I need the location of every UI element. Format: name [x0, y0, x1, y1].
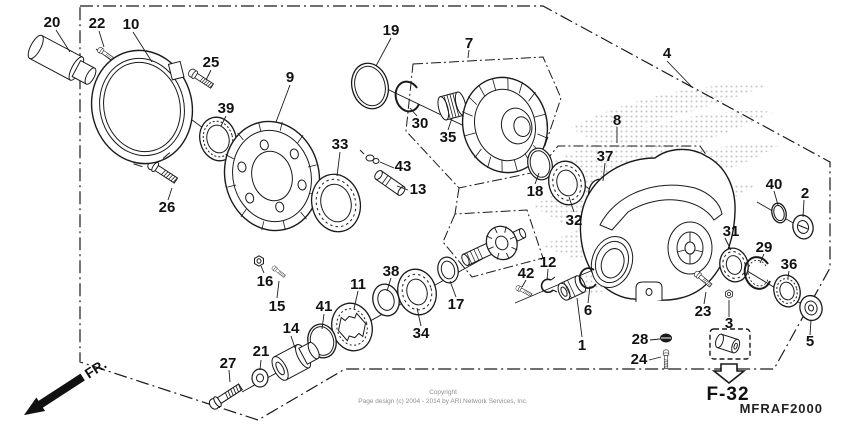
callout-18: 18	[527, 183, 544, 200]
part-5-cap	[799, 294, 823, 322]
callout-14: 14	[283, 320, 300, 337]
part-20-bushing	[27, 34, 97, 85]
part-16-nut	[254, 255, 264, 267]
callout-2: 2	[801, 185, 809, 202]
callout-3: 3	[725, 315, 733, 332]
callout-43: 43	[395, 158, 412, 175]
leader-lines	[55, 29, 812, 383]
assembly-boundary-border	[79, 5, 831, 421]
callout-17: 17	[448, 296, 465, 313]
callout-33: 33	[332, 136, 349, 153]
part-30-snap-ring	[394, 80, 420, 113]
part-27-bolt	[206, 381, 245, 412]
part-42-screw	[514, 284, 533, 298]
part-10-retainer-ring	[90, 49, 194, 168]
part-6-clip	[578, 267, 597, 289]
part-43-clamp	[359, 149, 380, 164]
callout-39: 39	[218, 100, 235, 117]
callout-11: 11	[350, 276, 366, 293]
callout-32: 32	[566, 212, 583, 229]
callout-42: 42	[518, 265, 535, 282]
part-39-seal	[199, 116, 237, 162]
part-34-bearing	[397, 268, 437, 316]
callout-28: 28	[632, 331, 649, 348]
callout-5: 5	[806, 333, 814, 350]
part-1-joint-collar	[557, 275, 587, 301]
callout-38: 38	[383, 263, 400, 280]
figure-ref-arrow-icon	[711, 363, 747, 385]
callout-31: 31	[723, 223, 740, 240]
part-31-bearing	[719, 247, 749, 283]
part-28-plug	[660, 333, 672, 343]
part-12-clip	[540, 276, 558, 294]
part-40-o-ring	[771, 202, 787, 224]
part-17-washer	[437, 256, 459, 284]
copyright-line2: Page design (c) 2004 - 2014 by ARI Netwo…	[358, 398, 528, 405]
part-9-ring-gear	[223, 120, 321, 232]
part-38-race	[372, 283, 400, 317]
callout-6: 6	[584, 302, 592, 319]
front-label: FR.	[82, 356, 110, 382]
callout-labels: 20 22 10 25 19 7 4 9 39 30 35 33 8 37 43…	[44, 14, 815, 372]
diagram-part-code: MFRAF2000	[740, 401, 823, 416]
callout-12: 12	[540, 254, 557, 271]
callout-35: 35	[440, 129, 457, 146]
callout-15: 15	[269, 298, 286, 315]
callout-40: 40	[766, 176, 783, 193]
part-7-pinion-shaft	[461, 225, 527, 266]
part-21-washer	[251, 368, 269, 388]
part-33-bearing	[310, 173, 362, 233]
callout-16: 16	[257, 273, 274, 290]
callout-19: 19	[383, 22, 400, 39]
callout-8: 8	[613, 112, 621, 129]
callout-20: 20	[44, 14, 61, 31]
part-29-snap-ring	[743, 256, 771, 290]
callout-34: 34	[413, 325, 430, 342]
callout-36: 36	[781, 256, 798, 273]
callout-27: 27	[220, 355, 237, 372]
callout-29: 29	[756, 239, 773, 256]
part-19-o-ring	[350, 62, 390, 110]
callout-37: 37	[597, 148, 614, 165]
part-7-bevel-gear	[461, 76, 549, 174]
figure-ref-label: F-32	[706, 384, 749, 405]
front-direction-indicator: FR.	[23, 356, 110, 416]
callout-26: 26	[159, 199, 176, 216]
part-18-o-ring	[527, 147, 553, 181]
callout-1: 1	[578, 337, 586, 354]
callout-4: 4	[663, 45, 672, 62]
callout-22: 22	[89, 15, 106, 32]
callout-24: 24	[631, 351, 648, 368]
callout-13: 13	[410, 181, 427, 198]
callout-9: 9	[286, 69, 294, 86]
figure-ref-callout: F-32	[706, 328, 751, 405]
part-13-tube	[374, 170, 406, 196]
callout-7: 7	[465, 35, 473, 52]
front-arrow-icon	[23, 373, 85, 416]
callout-10: 10	[123, 16, 140, 33]
copyright-line1: Copyright	[429, 389, 457, 396]
part-8-gear-case-housing	[579, 148, 736, 302]
part-14-collar	[271, 341, 320, 381]
part-36-seal	[773, 274, 801, 308]
callout-30: 30	[412, 115, 429, 132]
part-24-bolt	[662, 349, 670, 369]
callout-25: 25	[203, 54, 220, 71]
callout-21: 21	[253, 343, 270, 360]
part-2-cap	[792, 214, 814, 240]
callout-23: 23	[695, 303, 712, 320]
part-32-bearing	[548, 160, 586, 206]
callout-41: 41	[316, 298, 333, 315]
part-3-nut	[725, 289, 733, 299]
